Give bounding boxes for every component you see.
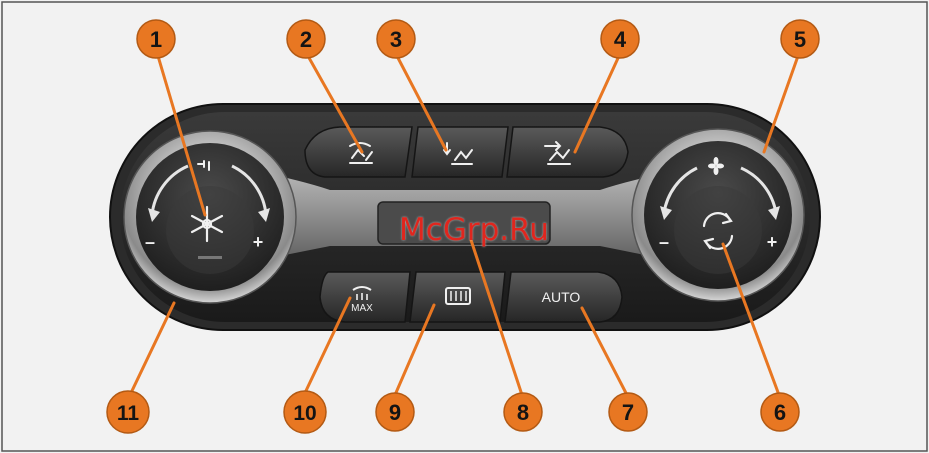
callout-number: 6 xyxy=(774,400,786,425)
callout-marker-11: 11 xyxy=(107,391,149,433)
fan-speed-knob[interactable] xyxy=(632,129,804,301)
callout-marker-2: 2 xyxy=(287,20,325,58)
auto-label: AUTO xyxy=(542,289,581,305)
callout-marker-10: 10 xyxy=(284,391,326,433)
callout-marker-1: 1 xyxy=(137,20,175,58)
fan-plus-label: + xyxy=(767,232,778,252)
callout-marker-9: 9 xyxy=(376,393,414,431)
callout-number: 2 xyxy=(300,27,312,52)
callout-marker-4: 4 xyxy=(601,20,639,58)
callout-number: 8 xyxy=(517,400,529,425)
temperature-minus-label: – xyxy=(145,232,155,252)
callout-number: 4 xyxy=(614,27,627,52)
callout-number: 11 xyxy=(117,402,140,425)
callout-number: 5 xyxy=(794,27,806,52)
callout-number: 7 xyxy=(622,400,634,425)
max-defrost-button[interactable] xyxy=(320,272,410,322)
callout-marker-3: 3 xyxy=(377,20,415,58)
windshield-face-mode-button[interactable] xyxy=(305,127,412,177)
callout-number: 1 xyxy=(150,27,162,52)
callout-marker-7: 7 xyxy=(609,393,647,431)
fan-minus-label: – xyxy=(659,232,669,252)
watermark-text: McGrp.Ru xyxy=(374,210,574,250)
callout-marker-6: 6 xyxy=(761,393,799,431)
temperature-knob[interactable] xyxy=(124,131,296,303)
callout-number: 10 xyxy=(293,402,316,425)
callout-marker-5: 5 xyxy=(781,20,819,58)
temperature-plus-label: + xyxy=(253,232,264,252)
callout-number: 3 xyxy=(390,27,402,52)
callout-marker-8: 8 xyxy=(504,393,542,431)
callout-number: 9 xyxy=(389,400,401,425)
max-label: MAX xyxy=(351,303,373,314)
